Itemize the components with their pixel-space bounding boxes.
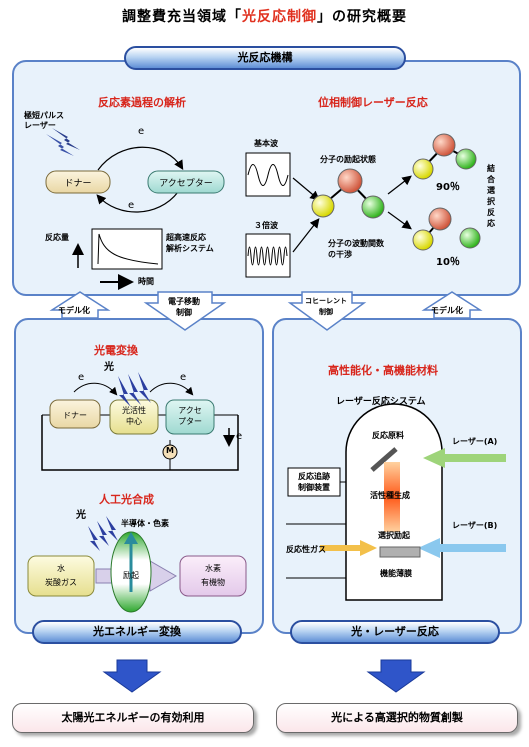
light-rays-icon-2: [88, 516, 118, 551]
x-axis-label: 時間: [138, 277, 154, 286]
y-axis-label: 反応量: [45, 233, 69, 242]
selective-excite-label: 選択励起: [378, 531, 410, 540]
third-label: ３倍波: [254, 221, 278, 230]
light-label-2: 光: [76, 510, 86, 521]
interference-label: 分子の波動関数 の干渉: [328, 239, 384, 259]
fundamental-label: 基本波: [254, 139, 278, 148]
light-label: 光: [104, 362, 114, 373]
laser-label: 極短パルス レーザー: [24, 111, 64, 130]
semiconductor-label: 半導体・色素: [121, 519, 169, 528]
electron-cycle-arrows: [96, 146, 184, 213]
active-beam: [384, 462, 400, 532]
model-left-label: モデル化: [58, 306, 90, 315]
donor-box: [45, 170, 111, 194]
title-post: 」の研究概要: [317, 9, 407, 25]
motor-label: M: [166, 446, 174, 455]
output-label: 水素 有機物: [201, 564, 225, 587]
artificial-heading: 人工光合成: [99, 493, 154, 506]
excite-arrow: [124, 532, 138, 592]
output-right: 光による高選択的物質創製: [276, 703, 518, 733]
selective-label: 結合選択反応: [487, 164, 495, 228]
chamber-connectors: [286, 481, 346, 579]
model-right-label: モデル化: [431, 306, 463, 315]
laser-b-label: レーザー(B): [452, 521, 498, 530]
system-heading: レーザー反応システム: [336, 397, 426, 407]
output-box: [179, 555, 247, 597]
acceptor-label: アクセプター: [159, 179, 213, 189]
laser-b-beam: [418, 538, 506, 558]
input-box: [27, 555, 95, 597]
coherent-label: コヒーレント 制御: [305, 297, 347, 316]
output-left: 太陽光エネルギーの有効利用: [12, 703, 254, 733]
pulse-laser-icon: [46, 128, 80, 156]
molecule-top: [412, 133, 477, 180]
gas-arrow: [320, 540, 377, 556]
laser-a-label: レーザー(A): [452, 437, 498, 446]
connector-arrows: [49, 291, 483, 331]
top-panel-header: 光反応機構: [124, 46, 406, 70]
photoelectric-heading: 光電変換: [94, 344, 138, 357]
pct-top: 90％: [436, 182, 460, 193]
excited-label: 分子の励起状態: [320, 155, 376, 164]
pe-center-box: [109, 399, 159, 435]
pe-donor-box: [49, 399, 101, 429]
pe-electron-2: e: [180, 372, 187, 383]
right-heading: 位相制御レーザー反応: [318, 96, 428, 109]
raw-label: 反応原料: [372, 431, 404, 440]
film-substrate: [379, 546, 421, 558]
pe-acceptor-label: アクセ プター: [178, 406, 202, 426]
page-title: 調整費充当領域「光反応制御」の研究概要: [0, 6, 529, 26]
motor-icon: [162, 444, 178, 460]
tracking-label: 反応追跡 制御装置: [298, 472, 330, 492]
molecule-bottom: [412, 207, 481, 251]
electron-top: e: [138, 126, 145, 137]
right-panel-footer: 光・レーザー反応: [290, 620, 500, 644]
film-label: 機能薄膜: [380, 569, 412, 578]
active-species-label: 活性種生成: [370, 491, 410, 500]
input-label: 水 炭酸ガス: [45, 564, 77, 587]
wave-arrows: [292, 175, 412, 253]
pe-acceptor-box: [165, 399, 215, 435]
title-highlight: 光反応制御: [242, 9, 317, 25]
pe-electron-1: e: [78, 372, 85, 383]
pct-bottom: 10％: [436, 257, 460, 268]
pe-center-label: 光活性 中心: [122, 406, 146, 426]
pe-donor-label: ドナー: [63, 411, 87, 420]
left-heading: 反応素過程の解析: [98, 96, 186, 109]
tracking-box: [287, 467, 341, 497]
acceptor-box: [147, 170, 225, 194]
light-rays-icon: [118, 372, 151, 407]
mirror: [370, 447, 398, 472]
fundamental-wave: [245, 152, 291, 197]
donor-label: ドナー: [64, 179, 92, 189]
electron-transfer-label: 電子移動 制御: [168, 297, 200, 317]
laser-a-beam: [423, 448, 506, 468]
left-panel-footer: 光エネルギー変換: [32, 620, 242, 644]
system-label: 超高速反応 解析システム: [166, 233, 214, 253]
decay-graph: [72, 228, 163, 290]
right-panel-heading: 高性能化・高機能材料: [328, 364, 438, 377]
down-arrows: [102, 659, 426, 693]
molecule-center: [311, 168, 385, 219]
pe-electron-3: e: [236, 431, 243, 442]
excite-label: 励起: [123, 571, 139, 580]
third-harmonic-wave: [245, 233, 291, 278]
title-pre: 調整費充当領域「: [122, 9, 242, 25]
electron-bottom: e: [128, 200, 135, 211]
gas-label: 反応性ガス: [286, 545, 326, 554]
